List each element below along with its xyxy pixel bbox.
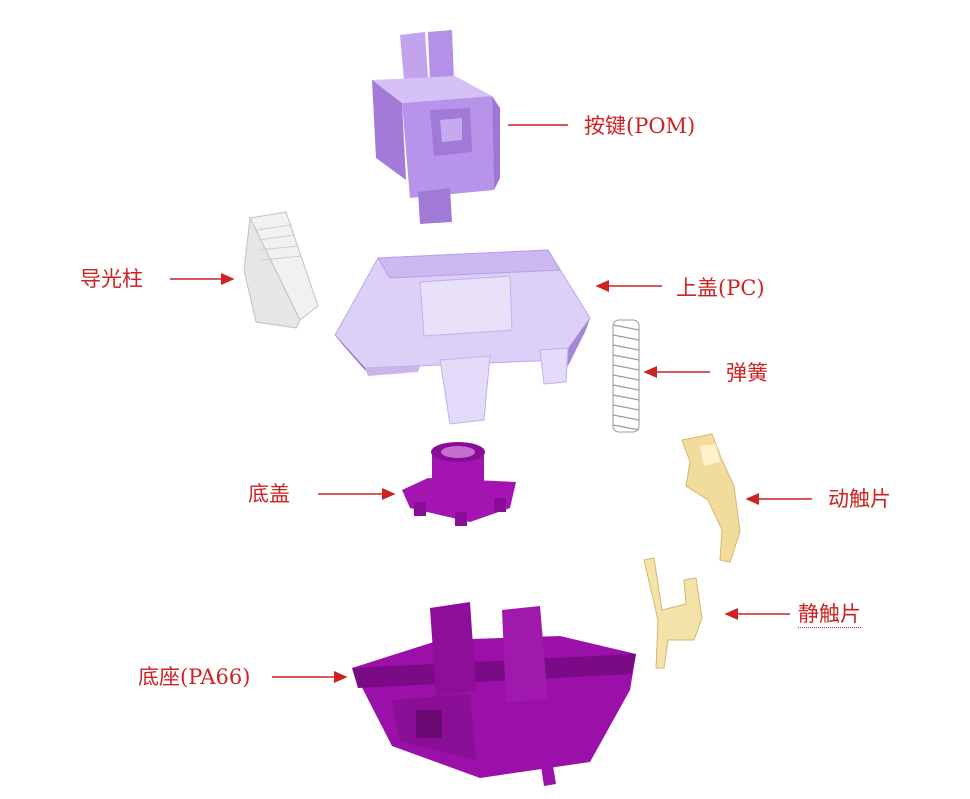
- top-housing-label: 上盖(PC): [676, 276, 765, 300]
- bottom-housing-label: 底座(PA66): [138, 665, 251, 689]
- moving-contact-part: [681, 433, 741, 563]
- stem-part: [372, 30, 500, 224]
- top-housing-part: [334, 249, 591, 425]
- spring-label: 弹簧: [726, 361, 768, 385]
- light-pipe-label: 导光柱: [80, 267, 143, 291]
- light-pipe-part: [243, 211, 319, 329]
- moving-contact-label: 动触片: [828, 487, 891, 511]
- bottom-cap-label: 底盖: [248, 482, 290, 506]
- bottom-cap-part: [402, 442, 516, 526]
- static-contact-part: [643, 557, 703, 669]
- bottom-housing-part: [352, 602, 636, 786]
- static-contact-label: 静触片: [798, 602, 861, 628]
- spring-part: [612, 319, 640, 433]
- stem-label: 按键(POM): [584, 114, 696, 138]
